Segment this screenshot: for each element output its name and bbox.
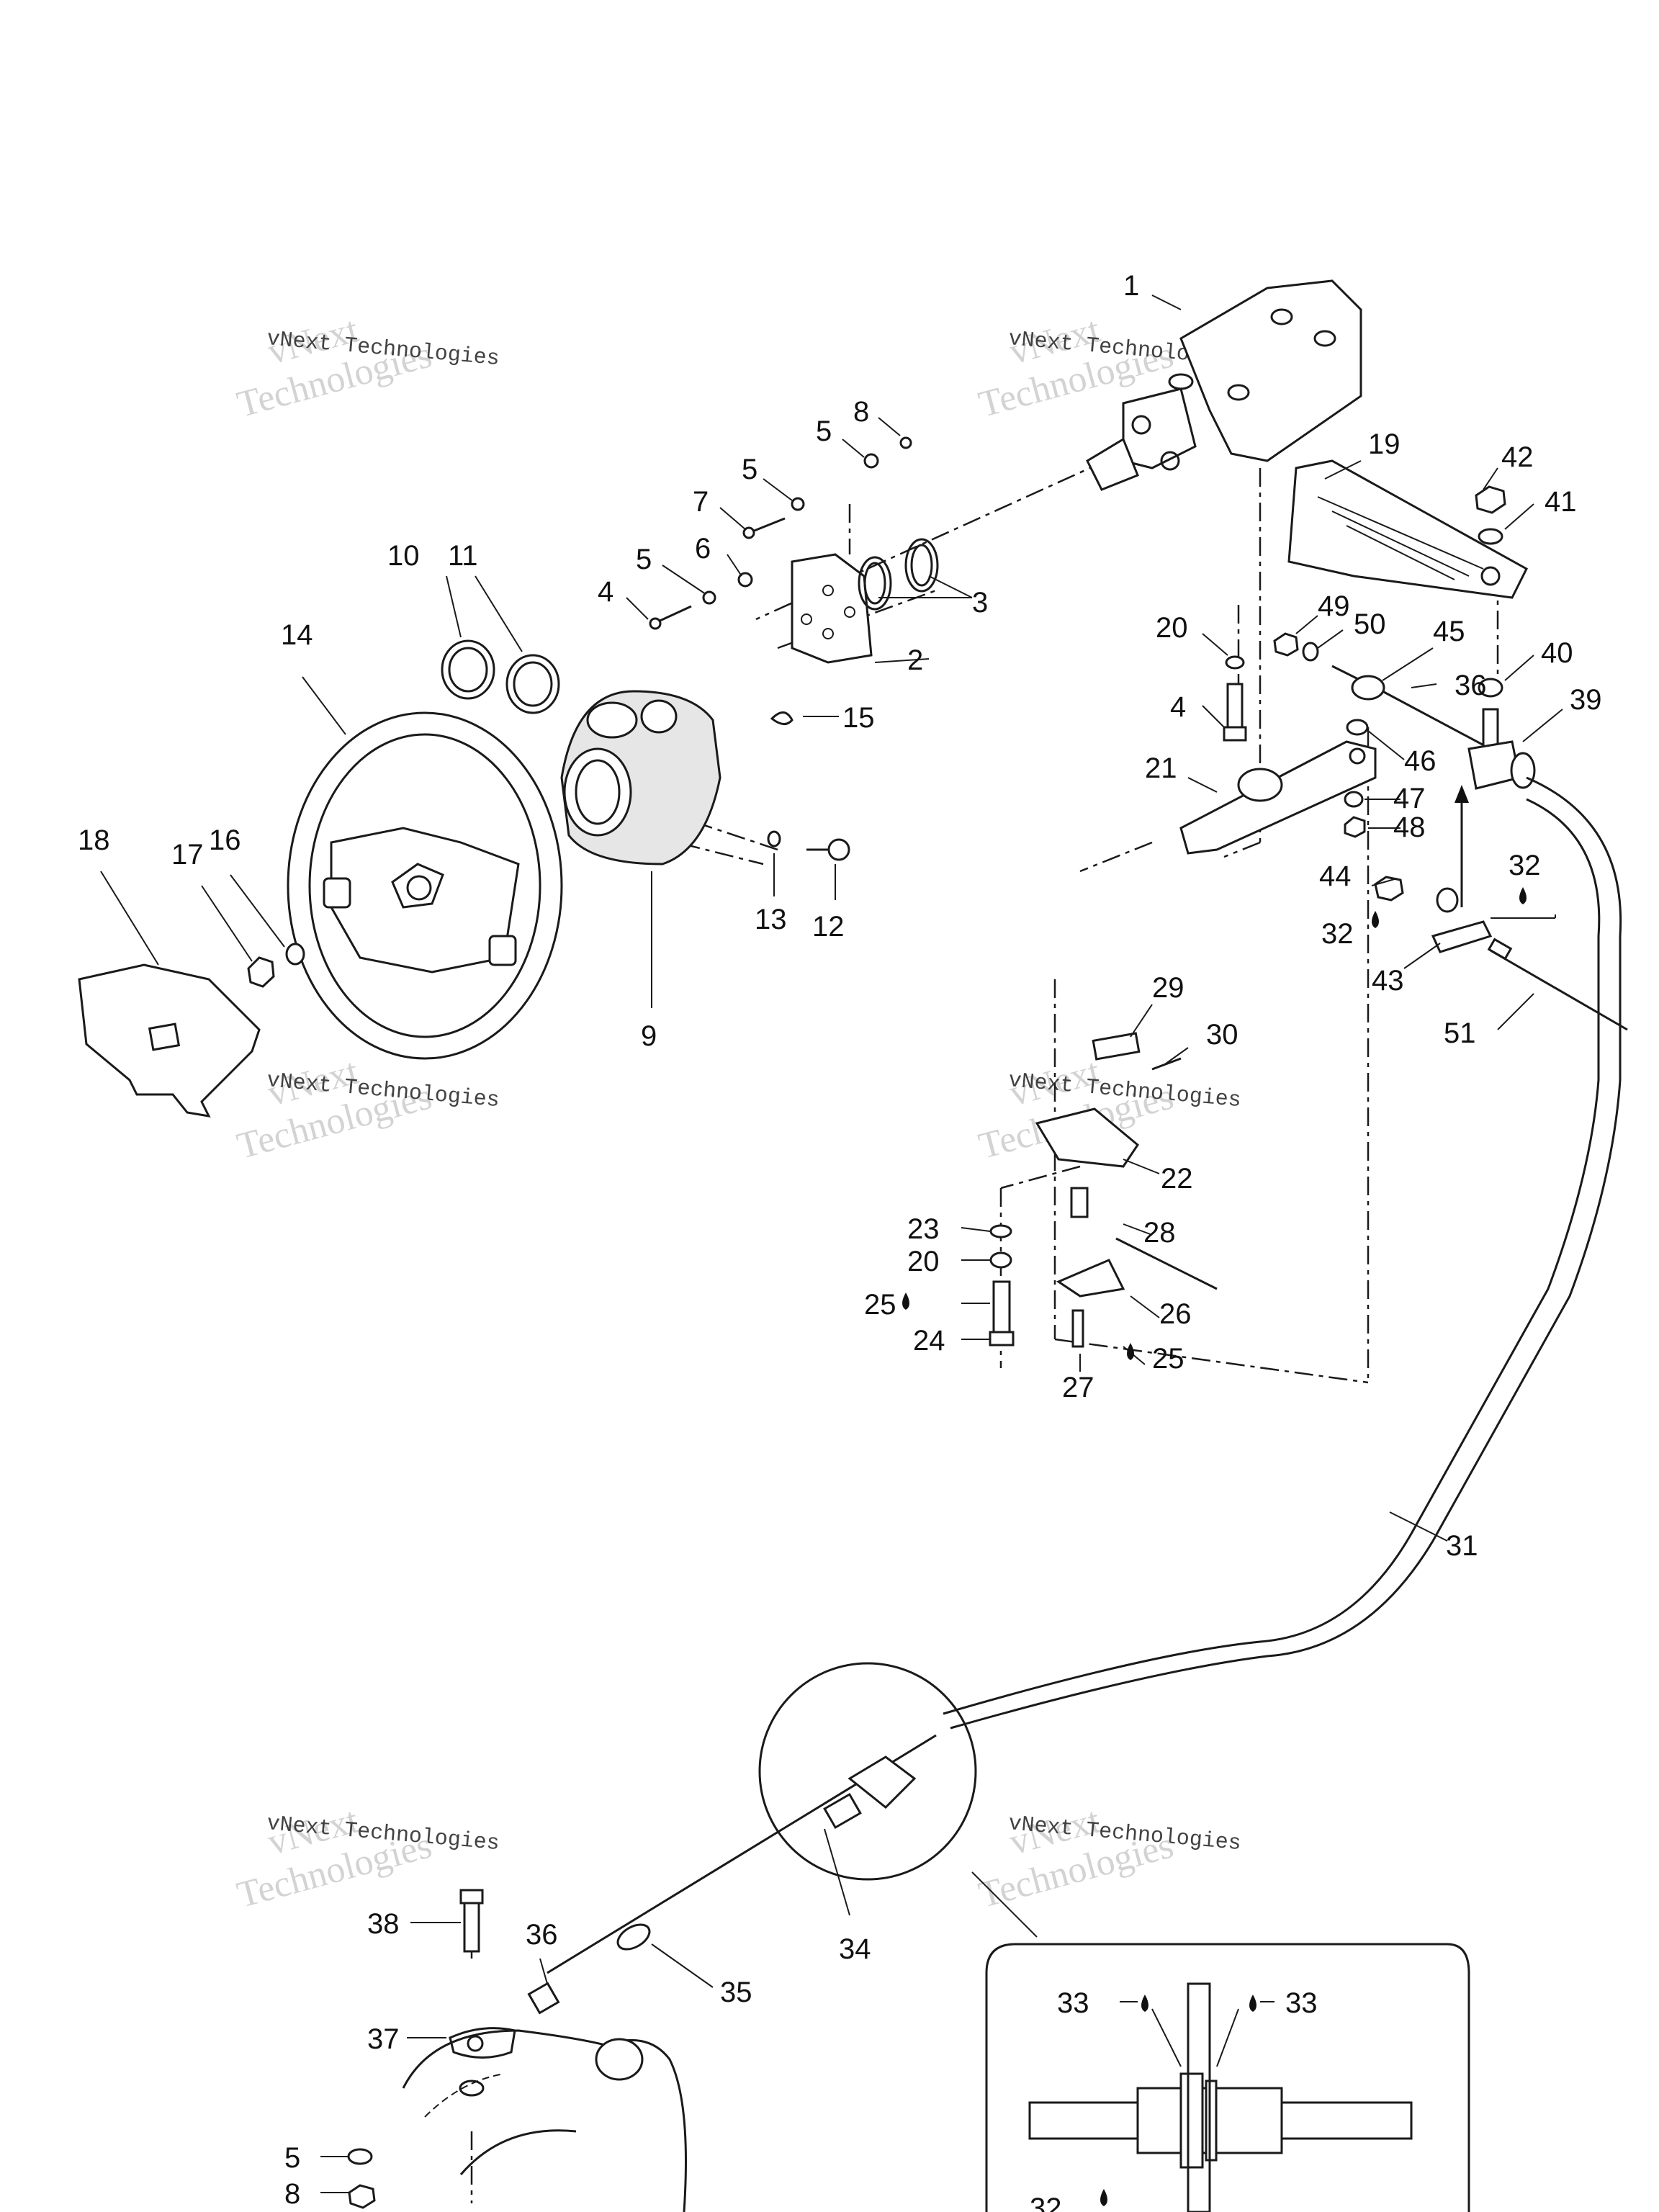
detail-circle [758,1662,977,1881]
callout-1: 1 [1123,270,1139,302]
callout-44: 44 [1319,860,1352,892]
callout-15: 15 [842,702,875,734]
callout-33: 33 [1285,1987,1318,2019]
callout-43: 43 [1372,965,1404,997]
callout-51: 51 [1444,1017,1476,1049]
callout-31: 31 [1446,1530,1478,1562]
callout-2: 2 [907,644,923,676]
linkage-hardware [1273,632,1491,838]
cable-clip [1374,876,1628,1031]
callout-6: 6 [695,533,711,565]
lubricant-drop-icons [902,887,1527,2206]
callout-12: 12 [812,911,845,943]
callout-36: 36 [1455,670,1487,701]
callout-4: 4 [1170,691,1186,723]
cable-pivot [1467,485,1536,790]
callout-16: 16 [209,824,241,856]
callout-40: 40 [1541,637,1573,669]
steering-washer [285,943,305,966]
direction-arrow [1455,785,1469,907]
callout-17: 17 [171,839,204,871]
callout-38: 38 [367,1908,400,1940]
o-ring-pair [858,538,939,611]
callout-3: 3 [972,587,988,619]
callout-24: 24 [913,1325,945,1357]
bottom-nut [348,2184,376,2209]
callout-5: 5 [816,415,832,447]
callout-32: 32 [1030,2193,1062,2212]
callout-32: 32 [1321,918,1354,950]
callout-46: 46 [1404,745,1437,777]
callout-34: 34 [839,1933,871,1965]
leader-lines [100,295,1563,2193]
callout-10: 10 [387,540,420,572]
callout-35: 35 [720,1977,752,2008]
callout-9: 9 [641,1020,657,1052]
callout-7: 7 [693,486,709,518]
callout-50: 50 [1354,608,1386,640]
callout-42: 42 [1501,441,1534,473]
plate-hardware [649,436,912,630]
callout-39: 39 [1570,684,1602,716]
upper-bracket [1287,459,1528,599]
console-screw [767,830,850,861]
callout-4: 4 [598,576,613,608]
callout-18: 18 [78,824,110,856]
callout-13: 13 [755,904,787,935]
callout-37: 37 [367,2023,400,2055]
console-cover [560,690,721,866]
callout-26: 26 [1159,1298,1192,1330]
callout-8: 8 [853,396,869,428]
callout-25: 25 [1152,1343,1184,1375]
center-cap [78,963,261,1118]
callout-36: 36 [526,1919,558,1951]
callout-5: 5 [284,2142,300,2174]
callout-49: 49 [1318,590,1350,622]
callout-8: 8 [284,2178,300,2210]
mounting-plate [791,553,873,664]
steering-nut [247,956,275,988]
callout-22: 22 [1161,1163,1193,1195]
bracket-bolt [1223,655,1247,742]
callout-29: 29 [1152,972,1184,1004]
callout-5: 5 [742,454,757,485]
callout-20: 20 [1156,612,1188,644]
bottom-washer [347,2148,373,2165]
callout-27: 27 [1062,1372,1094,1403]
callout-numbers: 1 2 3 4 5 6 7 5 5 8 9 10 11 12 13 14 15 … [78,270,1602,2212]
callout-47: 47 [1393,783,1426,814]
callout-14: 14 [281,619,313,651]
callout-5: 5 [636,544,652,575]
callout-20: 20 [907,1246,940,1277]
lower-mount-hardware [989,1032,1218,1348]
callout-23: 23 [907,1213,940,1245]
lower-bracket [1179,740,1377,855]
callout-30: 30 [1206,1019,1238,1051]
callout-32: 32 [1509,850,1541,881]
callout-48: 48 [1393,811,1426,843]
cable-fitting [823,1755,917,1830]
callout-25: 25 [864,1289,896,1321]
callout-41: 41 [1545,486,1577,518]
steering-wheel [287,711,563,1060]
callout-28: 28 [1143,1217,1176,1249]
jet-pump-housing [402,2029,687,2212]
steering-key [770,711,793,725]
detail-inset-box [985,1943,1470,2212]
callout-33: 33 [1057,1987,1089,2019]
callout-19: 19 [1368,428,1401,460]
callout-45: 45 [1433,616,1465,647]
callout-21: 21 [1145,752,1177,784]
callout-11: 11 [448,540,478,572]
cable-end-hardware [449,1889,651,2097]
steering-housing [1086,279,1362,491]
watermark-group: vNext Technologies vNext Technologies vN… [233,309,1242,1916]
